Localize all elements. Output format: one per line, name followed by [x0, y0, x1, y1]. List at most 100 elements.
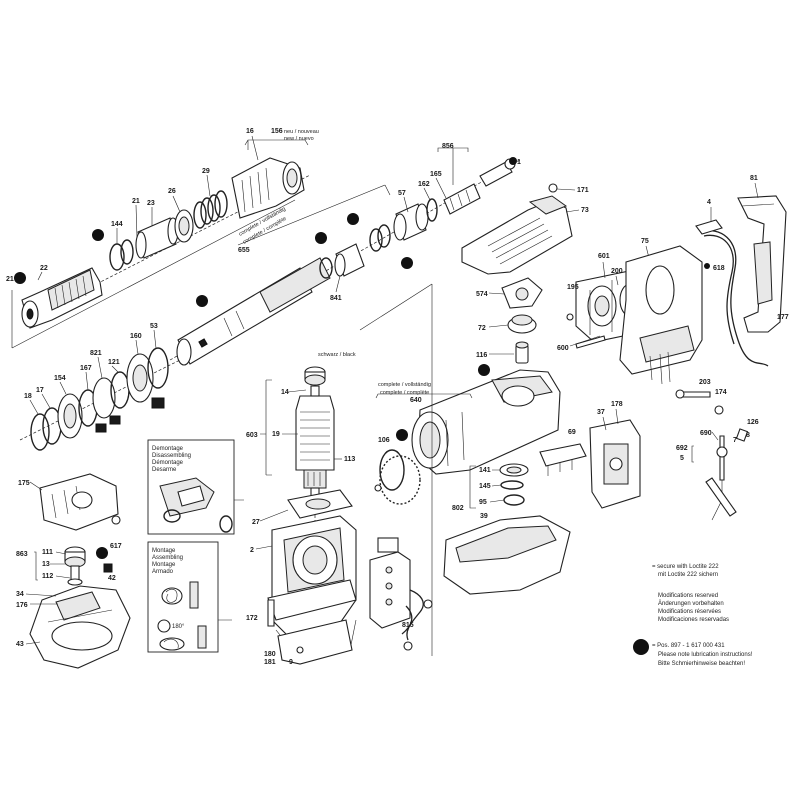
- label-43: 43: [16, 641, 24, 648]
- notes-block: = secure with Loctite 222 mit Loctite 22…: [633, 564, 753, 667]
- label-69: 69: [568, 429, 576, 436]
- label-13: 13: [42, 561, 50, 568]
- lube-mark-3: [315, 232, 327, 244]
- label-73: 73: [581, 207, 589, 214]
- seal-145: [500, 480, 524, 490]
- hammer-tube: [176, 257, 331, 366]
- label-574: 574: [476, 291, 488, 298]
- label-171: 171: [577, 187, 589, 194]
- ring-162: [426, 198, 438, 222]
- part-26: [174, 209, 194, 243]
- striker-cylinder: [334, 243, 365, 277]
- assembly-line4: Armado: [152, 569, 174, 575]
- ring-106a: [379, 449, 405, 491]
- ring-striker-3: [377, 224, 391, 248]
- label-144: 144: [111, 221, 123, 228]
- label-803: 603: [246, 432, 258, 439]
- lower-left-group: 175 863 111 13 112 617 42 34 176 43: [16, 439, 244, 669]
- modifications-note-4: Modificaciones reservadas: [658, 617, 729, 623]
- label-165: 165: [430, 171, 442, 178]
- assembly-line1: Montage: [152, 548, 176, 554]
- ring-striker-2: [369, 228, 383, 252]
- label-113: 113: [344, 456, 355, 463]
- label-18: 18: [24, 393, 32, 400]
- base-43: [29, 585, 131, 669]
- label-617: 617: [110, 543, 122, 550]
- label-172: 172: [246, 615, 258, 622]
- label-23: 23: [147, 200, 155, 207]
- label-176: 176: [16, 602, 28, 609]
- screw-172: [267, 599, 275, 627]
- label-14: 14: [281, 389, 289, 396]
- lube-mark-5: [401, 257, 413, 269]
- label-600: 600: [557, 345, 569, 352]
- lube-mark: [92, 229, 104, 241]
- screw-9: [296, 646, 304, 654]
- label-177: 177: [777, 314, 789, 321]
- label-126: 126: [747, 419, 759, 426]
- label-16: 16: [246, 128, 254, 135]
- label-17: 17: [36, 387, 44, 394]
- kit-label-mid: complete / vollständig: [378, 382, 431, 388]
- fan-27: [287, 489, 353, 519]
- label-690: 690: [700, 430, 712, 437]
- label-21: 21: [132, 198, 140, 205]
- label-156-note2: new / nuevo: [284, 136, 314, 142]
- label-180: 180: [264, 651, 276, 658]
- label-111: 111: [42, 549, 53, 556]
- label-162: 162: [418, 181, 430, 188]
- lube-mark-9: [96, 547, 108, 559]
- label-57: 57: [398, 190, 406, 197]
- label-181: 181: [264, 659, 276, 666]
- guide-line-2: [359, 283, 433, 331]
- pin-106: [374, 484, 382, 492]
- label-200: 200: [611, 268, 623, 275]
- label-856: 856: [442, 143, 454, 150]
- label-53: 53: [150, 323, 158, 330]
- label-72: 72: [478, 325, 486, 332]
- cable-4: [695, 219, 769, 367]
- assembly-instruction-box: Montage Assembling Montage Armado 180°: [147, 541, 219, 653]
- bracket-574: [501, 277, 543, 309]
- chuck-sleeve: [21, 267, 103, 329]
- loctite-note-1: = secure with Loctite 222: [652, 564, 719, 570]
- label-203: 203: [699, 379, 711, 386]
- screw-171: [548, 183, 558, 193]
- label-81: 81: [750, 175, 758, 182]
- label-1: 1: [517, 159, 521, 166]
- ring-95: [503, 494, 525, 506]
- label-156-note: neu / nouveau: [284, 129, 319, 135]
- eccentric-72: [507, 314, 537, 334]
- disassembly-line2: Disassembling: [152, 453, 191, 459]
- pos-note-2: Please note lubrication instructions!: [658, 652, 753, 658]
- bolt-600: [575, 335, 606, 349]
- label-22: 22: [40, 265, 48, 272]
- switch-module: [369, 537, 411, 629]
- disassembly-line3: Démontage: [152, 460, 184, 466]
- label-39: 39: [480, 513, 488, 520]
- sleeve-23: [135, 217, 179, 259]
- pin-116: [515, 341, 529, 364]
- modifications-note-1: Modifications reserved: [658, 593, 718, 599]
- label-9: 9: [289, 659, 293, 666]
- star-mark: [704, 263, 710, 269]
- gear-plate-175: [39, 473, 121, 531]
- loctite-mark: [14, 272, 26, 284]
- label-618: 618: [713, 265, 725, 272]
- label-5: 5: [680, 455, 684, 462]
- bracket-69: [539, 443, 587, 476]
- ring-21: [120, 239, 134, 265]
- ring-53: [147, 347, 169, 389]
- armature-group: schwarz / black 14 19 603 113 27: [246, 352, 357, 666]
- pos-note-1: = Pos. 897 - 1 617 000 431: [652, 643, 725, 649]
- field-housing-2: [267, 515, 357, 665]
- label-106: 106: [378, 437, 390, 444]
- assembly-line2: Assembling: [152, 555, 183, 561]
- clutch-group: 18 17 154 167 821 121 160 53: [19, 323, 181, 451]
- lube-mark-2: [196, 295, 208, 307]
- label-156: 156: [271, 128, 283, 135]
- assembly-line3: Montage: [152, 562, 176, 568]
- upper-housing-group: 171 73 574 72 116: [461, 175, 789, 415]
